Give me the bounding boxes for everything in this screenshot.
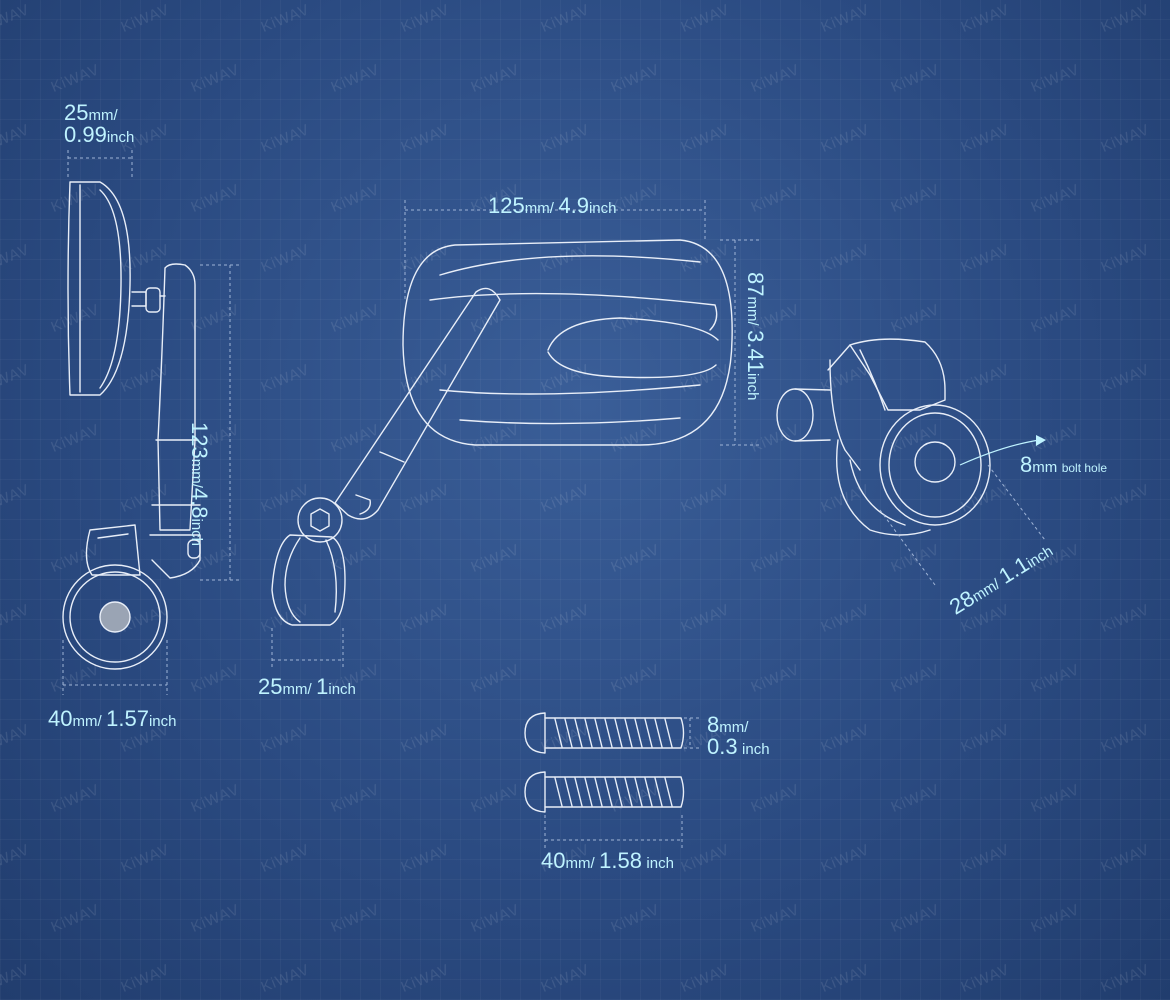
side-view-mirror — [67, 181, 131, 396]
label-side-height: 123mm/4.8inch — [187, 422, 212, 547]
front-view-clamp — [271, 534, 346, 626]
label-front-clamp: 25mm/ 1inch — [258, 674, 356, 699]
label-clamp-diameter: 40mm/ 1.57inch — [48, 706, 177, 731]
label-mirror-height: 87mm/ 3.41inch — [743, 272, 768, 401]
label-bolt-hole: 8mm bolt hole — [1020, 452, 1108, 477]
bolt-hole-leader — [959, 439, 1041, 466]
label-side-width: 25mm/ 0.99inch — [64, 100, 135, 147]
label-mirror-width: 125mm/ 4.9inch — [488, 193, 617, 218]
side-view-stem — [131, 263, 201, 579]
side-view-clamp — [62, 524, 168, 670]
bolt-hole-arrow — [1036, 435, 1046, 446]
dimension-lines — [62, 150, 1046, 850]
bolt-bottom — [524, 771, 685, 813]
bolt-top — [524, 712, 685, 754]
adapter-view — [776, 338, 991, 536]
label-bolt-diameter: 8mm/ 0.3 inch — [707, 712, 770, 759]
front-view-mirror — [402, 239, 733, 446]
label-bolt-length: 40mm/ 1.58 inch — [541, 848, 674, 873]
front-view-arm — [297, 287, 501, 543]
